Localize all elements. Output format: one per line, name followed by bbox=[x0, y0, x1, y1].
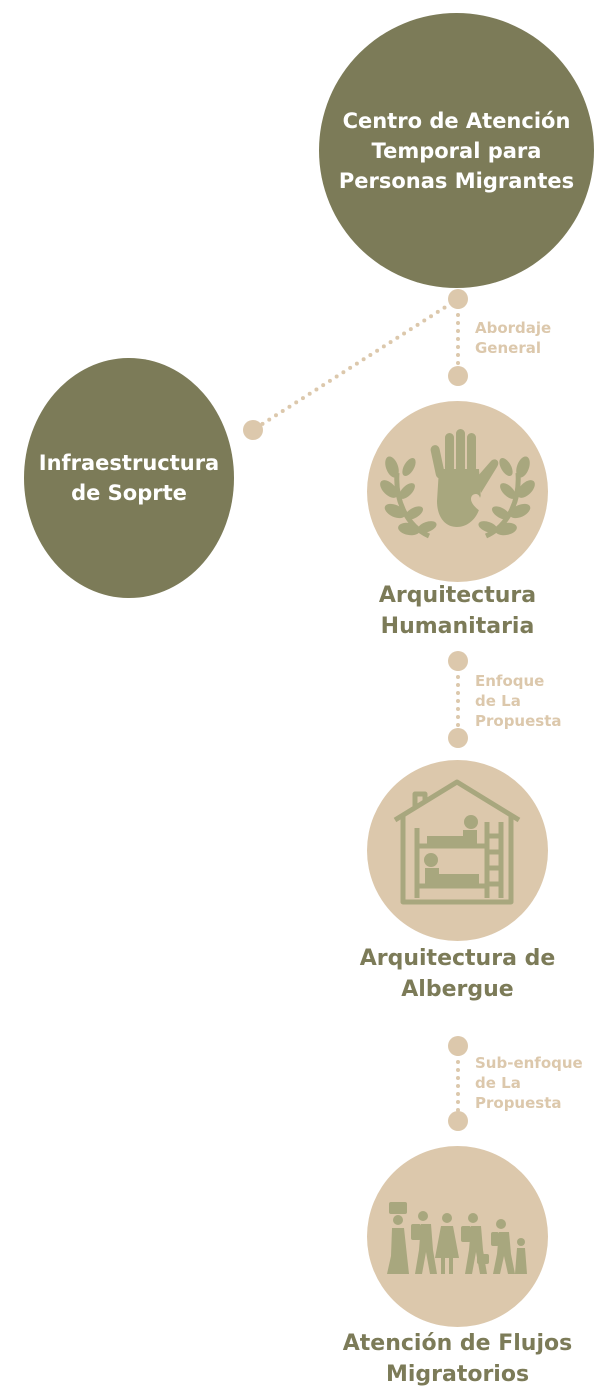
node-albergue bbox=[367, 760, 548, 941]
connector-line-left bbox=[251, 297, 460, 432]
hand-heart-laurel-icon bbox=[380, 429, 535, 539]
node-flujos-label: Atención de Flujos Migratorios bbox=[342, 1331, 573, 1387]
connector-dot bbox=[448, 651, 468, 671]
connector-label-subenfoque: Sub-enfoque de La Propuesta bbox=[475, 1054, 583, 1112]
node-infraestructura-label: Infraestructura de Soprte bbox=[38, 451, 220, 505]
node-centro-atencion: Centro de Atención Temporal para Persona… bbox=[319, 13, 594, 288]
connector-dot bbox=[448, 1111, 468, 1131]
node-albergue-label: Arquitectura de Albergue bbox=[359, 946, 556, 1002]
connector-dot bbox=[243, 420, 263, 440]
connector-dot bbox=[448, 1036, 468, 1056]
node-humanitaria bbox=[367, 401, 548, 582]
node-infraestructura: Infraestructura de Soprte bbox=[24, 358, 234, 598]
connector-dot bbox=[448, 366, 468, 386]
connector-dot bbox=[448, 728, 468, 748]
connector-label-enfoque: Enfoque de La Propuesta bbox=[475, 672, 562, 730]
node-flujos bbox=[367, 1146, 548, 1327]
node-centro-atencion-label: Centro de Atención Temporal para Persona… bbox=[338, 108, 575, 193]
migrant-group-icon bbox=[387, 1202, 527, 1274]
node-humanitaria-label: Arquitectura Humanitaria bbox=[378, 583, 537, 639]
connector-dot bbox=[448, 289, 468, 309]
connector-label-abordaje: Abordaje General bbox=[475, 319, 552, 357]
shelter-bunk-bed-icon bbox=[393, 779, 521, 905]
